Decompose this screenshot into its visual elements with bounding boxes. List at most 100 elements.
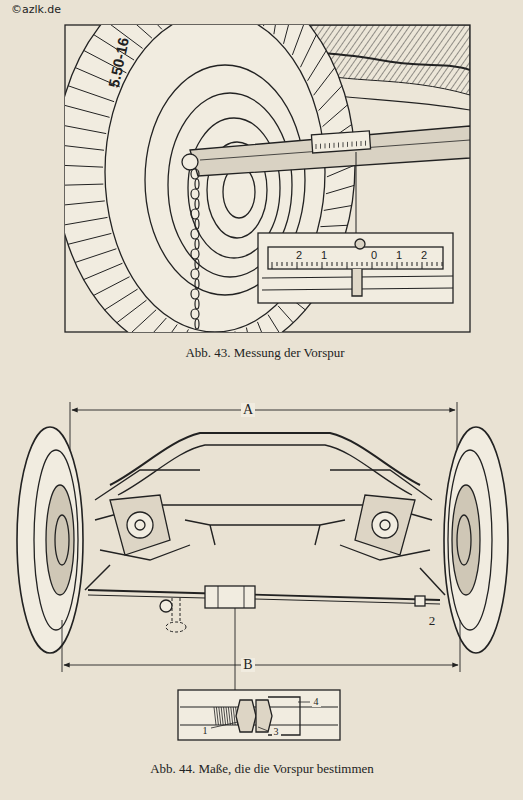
tread-line [314, 68, 335, 96]
scale-tick [337, 262, 338, 266]
leader-line [356, 152, 357, 233]
right-wheel [444, 427, 508, 653]
thread-line [216, 707, 218, 725]
tread-line [84, 263, 123, 279]
chain-link [191, 189, 199, 199]
tread-line [292, 25, 305, 55]
scale-tick [372, 262, 373, 269]
chain-link [191, 289, 199, 299]
scale-tick [442, 262, 443, 266]
scale-tick [407, 262, 408, 266]
tread-line [308, 50, 327, 80]
figure-caption: Abb. 43. Messung der Vorspur [185, 346, 344, 359]
figure-44 [17, 402, 508, 740]
scale-tick [320, 144, 321, 149]
scale-tick [377, 262, 378, 266]
lower-crossbar [185, 520, 345, 545]
scale-tick [325, 143, 326, 148]
scale-tick [302, 262, 303, 266]
chain-link [195, 199, 199, 209]
gauge-scale [311, 131, 370, 153]
chain-link [191, 249, 199, 259]
pointer-knob [355, 239, 365, 249]
tread-line [65, 165, 103, 167]
scale-tick [272, 262, 273, 269]
thread-line [226, 707, 228, 725]
chain-link [195, 179, 199, 189]
chain-link [195, 299, 199, 309]
scale-tick [292, 262, 293, 266]
adjusting-sleeve [205, 586, 255, 608]
scale-tick [432, 262, 433, 266]
scale-number: 1 [319, 250, 329, 261]
inset-frame [178, 690, 340, 740]
scale-tick [334, 143, 335, 148]
scale-tick [347, 142, 348, 147]
callout-number: 1 [201, 726, 210, 736]
scale-number: 0 [369, 250, 379, 261]
tread-line [65, 217, 107, 225]
tread-line [284, 25, 294, 44]
tread-line [65, 184, 103, 185]
tread-line [326, 185, 354, 193]
inset-frame [258, 233, 453, 303]
scale-number: 1 [394, 250, 404, 261]
scale-tick [307, 262, 308, 266]
dimension-line-a [72, 410, 455, 411]
scale-tick [297, 262, 298, 269]
tread-line [65, 124, 106, 133]
thread-line [228, 707, 230, 725]
tread-line [324, 206, 352, 211]
tread-line [300, 35, 316, 68]
scale-tick [338, 143, 339, 148]
chain-link [191, 229, 199, 239]
tread-line [246, 328, 251, 332]
scale-tick [357, 262, 358, 266]
scale-tick [316, 144, 317, 149]
tread-line [323, 105, 348, 127]
scale-tick [342, 262, 343, 266]
scale-tick [392, 262, 393, 266]
chain-link [191, 309, 199, 319]
tread-line [319, 86, 342, 111]
scale-tick [343, 142, 344, 147]
scale-number: 2 [419, 250, 429, 261]
dimension-line-b [64, 665, 458, 666]
tread-line [75, 249, 116, 263]
scale-tick [352, 142, 353, 147]
scale-tick [317, 262, 318, 266]
scale-tick [322, 262, 323, 269]
tread-line [117, 300, 147, 323]
callout-number: 3 [272, 727, 281, 737]
scale-tick [312, 262, 313, 266]
callout-number: 4 [312, 697, 321, 707]
scale-tick [417, 262, 418, 266]
tread-line [144, 318, 166, 332]
right-knuckle [355, 495, 415, 555]
scale-tick [382, 262, 383, 266]
tread-line [105, 289, 138, 310]
chain-link [195, 219, 199, 229]
tread-line [68, 86, 114, 102]
tread-line [174, 329, 189, 332]
figure-43 [55, 0, 470, 360]
scale-tick [427, 262, 428, 266]
scale-bar [268, 247, 443, 269]
scale-tick [332, 262, 333, 266]
watermark: ©azlk.de [11, 4, 61, 15]
tread-line [320, 225, 347, 226]
scale-tick [282, 262, 283, 266]
scale-tick [367, 262, 368, 266]
scale-tick [327, 262, 328, 266]
thread-line [214, 707, 216, 725]
chain-link [195, 239, 199, 249]
scale-tick [347, 262, 348, 269]
scale-number: 2 [294, 250, 304, 261]
leader-line [235, 608, 236, 690]
tread-line [65, 105, 110, 118]
tread-line [130, 25, 162, 29]
scale-tick [387, 262, 388, 266]
scale-tick [356, 141, 357, 146]
pointer-clip [352, 269, 362, 296]
